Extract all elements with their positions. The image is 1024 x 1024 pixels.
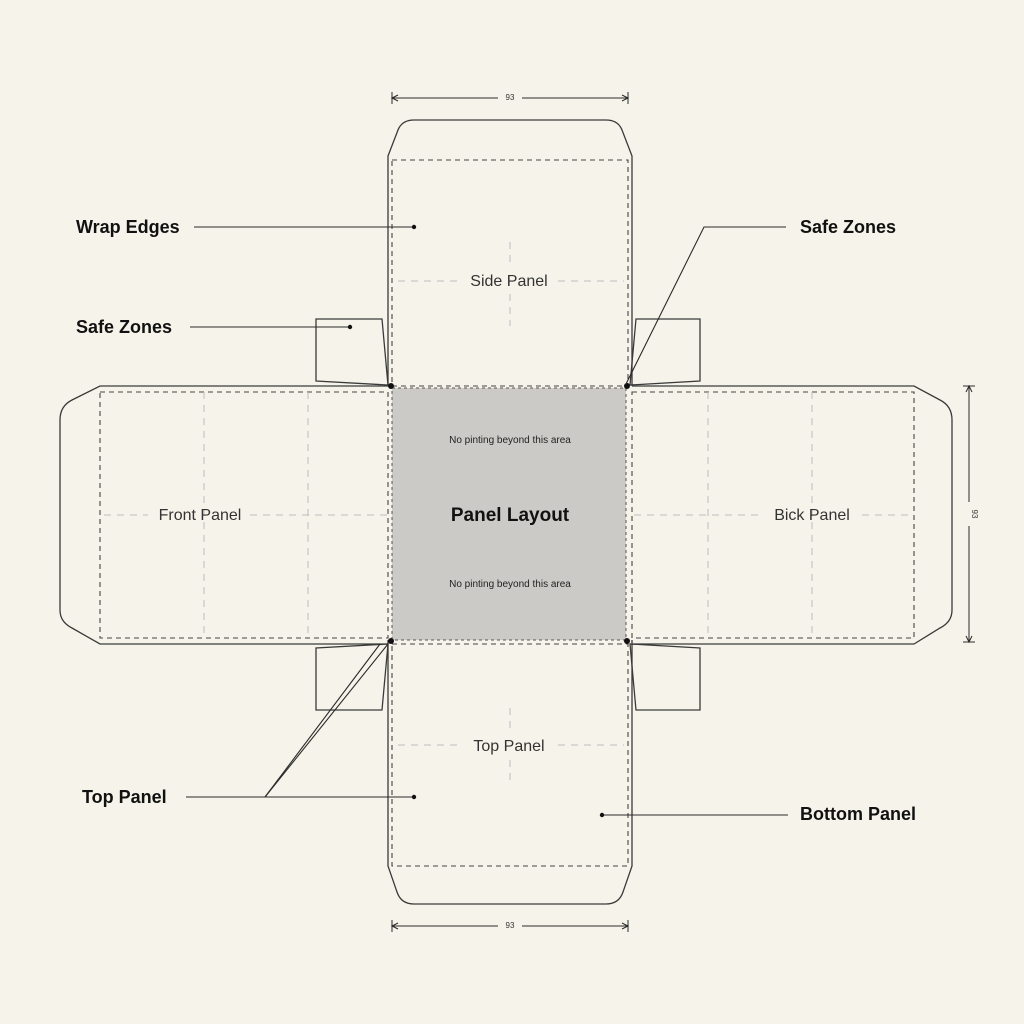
callout-safe-zones-left: Safe Zones (76, 317, 172, 337)
center-print-area (391, 387, 627, 641)
tab-bottom-left (315, 643, 389, 711)
callout-top-panel: Top Panel (82, 787, 167, 807)
bottom-flap-fold (391, 643, 629, 867)
dimension-bottom-label: 93 (506, 921, 515, 930)
corner-dot-tl (388, 383, 394, 389)
callout-safe-zones-right: Safe Zones (800, 217, 896, 237)
dimension-top: 93 (390, 90, 630, 104)
label-front-panel: Front Panel (159, 507, 242, 524)
label-side-panel: Side Panel (470, 273, 547, 290)
center-title: Panel Layout (451, 505, 570, 526)
callout-wrap-edges: Wrap Edges (76, 217, 180, 237)
top-flap-fold (391, 159, 629, 387)
label-back-panel: Bick Panel (774, 507, 850, 524)
leader-wrap-edges (194, 224, 417, 230)
center-note-top: No pinting beyond this area (449, 435, 571, 446)
tab-top-right (629, 318, 701, 386)
callout-bottom-panel: Bottom Panel (800, 804, 916, 824)
dimension-right-label: 93 (970, 510, 979, 519)
dimension-top-label: 93 (506, 93, 515, 102)
right-wing-fold (631, 391, 915, 639)
tab-bottom-right (629, 643, 701, 711)
dimension-bottom: 93 (390, 918, 630, 932)
left-wing-cut (59, 385, 388, 645)
leader-bottom-panel (599, 812, 788, 818)
dimension-right: 93 (962, 384, 979, 644)
corner-dot-bl (388, 638, 394, 644)
corner-dot-br (624, 638, 630, 644)
right-wing-cut (632, 385, 953, 645)
bottom-flap-cut (387, 640, 633, 905)
leader-top-panel (186, 643, 417, 800)
center-note-bottom: No pinting beyond this area (449, 579, 571, 590)
leader-safe-zones-left (190, 324, 353, 330)
guide-lines (104, 242, 910, 786)
label-top-panel: Top Panel (473, 738, 544, 755)
leader-safe-zones-right (625, 226, 786, 385)
tab-top-left (315, 318, 389, 386)
left-wing-fold (99, 391, 389, 639)
corner-dot-tr (624, 383, 630, 389)
top-flap-cut (387, 119, 633, 386)
